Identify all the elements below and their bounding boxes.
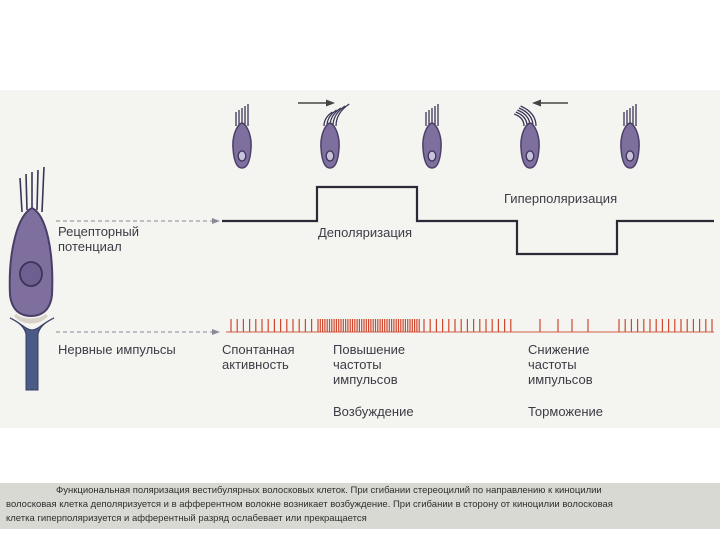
label-spontaneous-activity: Спонтанная активность (222, 342, 295, 372)
hair-cell-2 (320, 103, 350, 169)
hair-cell-1 (232, 104, 252, 169)
label-depolarization: Деполяризация (318, 225, 413, 240)
label-receptor-potential: Рецепторный потенциал (58, 224, 139, 254)
caption-line-1: Функциональная поляризация вестибулярных… (56, 485, 602, 496)
hair-cell-3 (422, 104, 442, 169)
label-frequency-decrease: Снижение частоты импульсов (528, 342, 593, 387)
arrow-left-icon (532, 99, 568, 107)
caption-line-3: клетка гиперполяризуется и афферентный р… (6, 513, 367, 524)
hair-cell-4 (513, 105, 540, 169)
polarization-diagram (8, 99, 714, 391)
label-hyperpolarization: Гиперполяризация (504, 191, 618, 206)
figure-panel: Рецепторный потенциал Нервные импульсы Д… (0, 90, 720, 428)
figure-caption: Функциональная поляризация вестибулярных… (0, 483, 720, 529)
label-nerve-impulses: Нервные импульсы (58, 342, 176, 357)
receptor-leader-arrowhead (212, 218, 220, 224)
hair-cell-5 (620, 104, 640, 169)
impulse-leader-arrowhead (212, 329, 220, 335)
impulse-spikes (230, 319, 713, 332)
large-hair-cell (8, 166, 55, 391)
arrow-right-icon (298, 99, 335, 107)
caption-line-2: волосковая клетка деполяризуется и в афф… (6, 499, 613, 510)
label-inhibition: Торможение (528, 404, 604, 419)
receptor-potential-trace (222, 185, 714, 256)
label-frequency-increase: Повышение частоты импульсов (333, 342, 406, 387)
label-excitation: Возбуждение (333, 404, 414, 419)
